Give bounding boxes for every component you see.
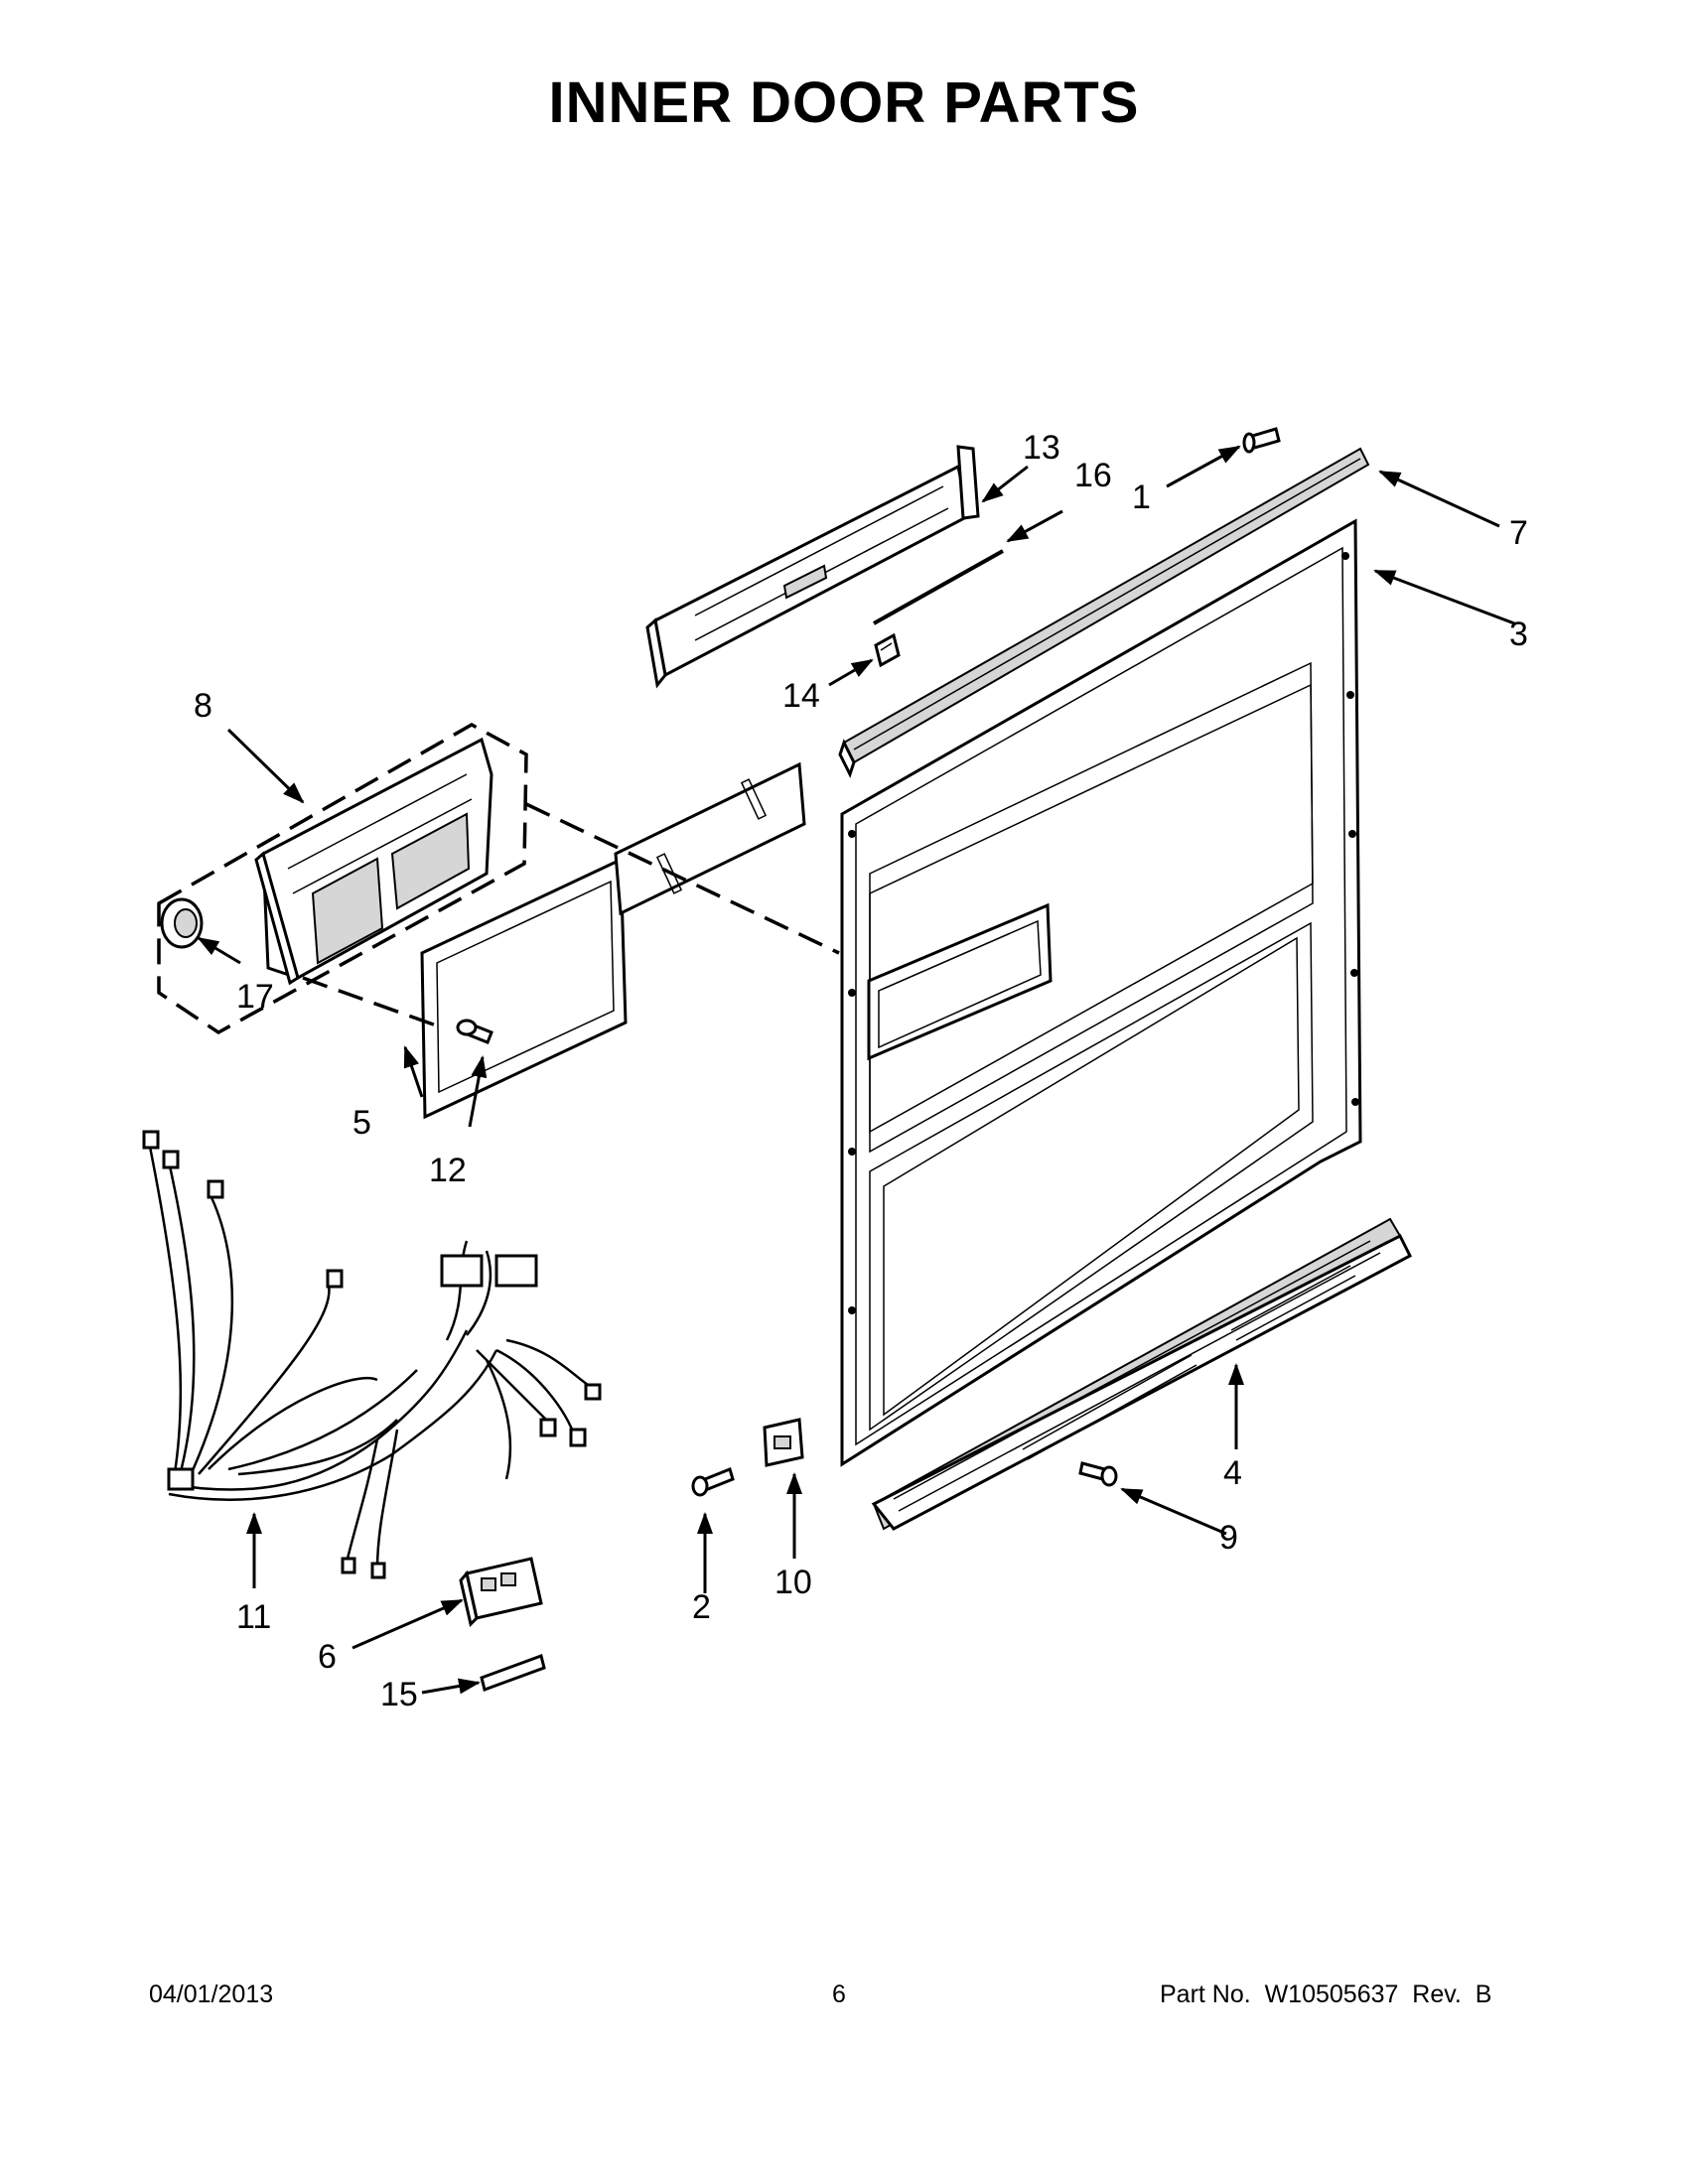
footer-date: 04/01/2013 [149,1980,274,2008]
footer-part-number: Part No. W10505637 Rev. B [1160,1980,1492,2008]
callout-7: 7 [1509,514,1528,552]
page-title: INNER DOOR PARTS [548,70,1140,135]
callout-2: 2 [692,1588,711,1626]
top-trim-strip [838,447,1370,778]
screw-9 [1078,1461,1118,1487]
bracket-slot [655,853,683,894]
console-bracket [645,445,980,689]
retainer-rod [873,549,1004,625]
screw-2 [691,1466,735,1497]
callout-3: 3 [1509,615,1528,653]
footer-page-number: 6 [832,1980,846,2008]
harness-connectors [142,1130,602,1579]
callout-16: 16 [1074,457,1112,494]
callout-15: 15 [380,1676,418,1713]
latch-strike [763,1418,804,1467]
callout-labels: 1 2 3 4 5 6 7 8 9 10 11 12 13 14 15 16 1… [194,429,1528,1713]
relay-board [459,1557,543,1627]
wire-harness [147,1141,597,1570]
inner-door-panel [840,518,1362,1467]
callout-6: 6 [318,1638,337,1676]
callout-13: 13 [1023,429,1060,467]
latch-clip [874,632,901,668]
control-knob [160,897,204,949]
door-panel-screw-holes [848,552,1359,1314]
assembly-lines [302,802,840,1029]
panel-bracket [420,761,806,1120]
callout-5: 5 [352,1104,371,1142]
callout-4: 4 [1223,1454,1242,1492]
bottom-vent-trim [871,1217,1412,1531]
callout-8: 8 [194,687,212,725]
bracket-slot [740,778,768,820]
cover-strip [480,1654,546,1692]
screw-12 [456,1019,493,1044]
callout-10: 10 [774,1564,812,1601]
callout-11: 11 [236,1598,271,1636]
callout-14: 14 [782,677,820,715]
vent-slots [1022,1265,1356,1460]
control-module [157,722,528,1035]
callout-1: 1 [1132,478,1151,516]
callout-17: 17 [236,978,274,1016]
screw-1 [1242,427,1281,454]
callout-9: 9 [1219,1519,1238,1557]
callout-12: 12 [429,1152,467,1189]
leader-arrows [197,445,1515,1695]
